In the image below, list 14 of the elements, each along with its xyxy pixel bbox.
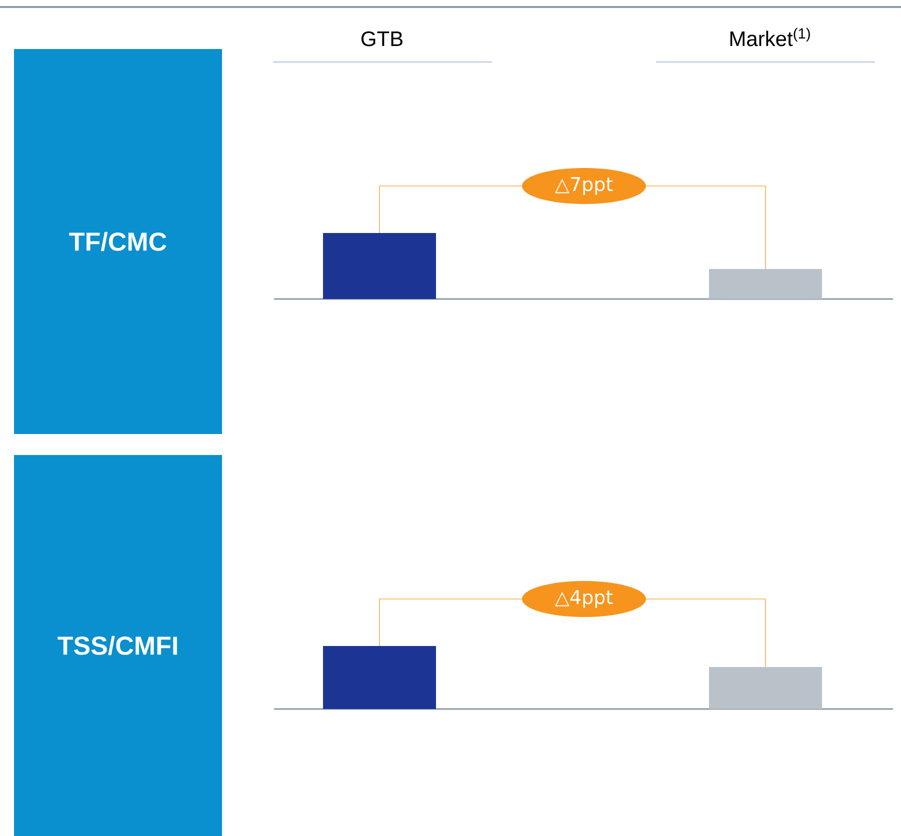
column-header: GTB xyxy=(361,31,402,46)
difference-oval: △7ppt xyxy=(522,168,646,204)
leader-line xyxy=(646,186,766,270)
column-header: Market$^{(1)}$ xyxy=(730,28,810,46)
category-band: TSS/CMFI xyxy=(14,455,222,836)
leader-line xyxy=(646,598,766,668)
category-band: TF/CMC xyxy=(14,49,222,434)
leader-line xyxy=(379,186,522,234)
bar xyxy=(323,233,436,299)
bar xyxy=(709,269,822,299)
difference-oval: △4ppt xyxy=(522,581,646,617)
bar xyxy=(709,667,822,709)
leader-line xyxy=(379,598,522,646)
bar xyxy=(323,646,436,709)
